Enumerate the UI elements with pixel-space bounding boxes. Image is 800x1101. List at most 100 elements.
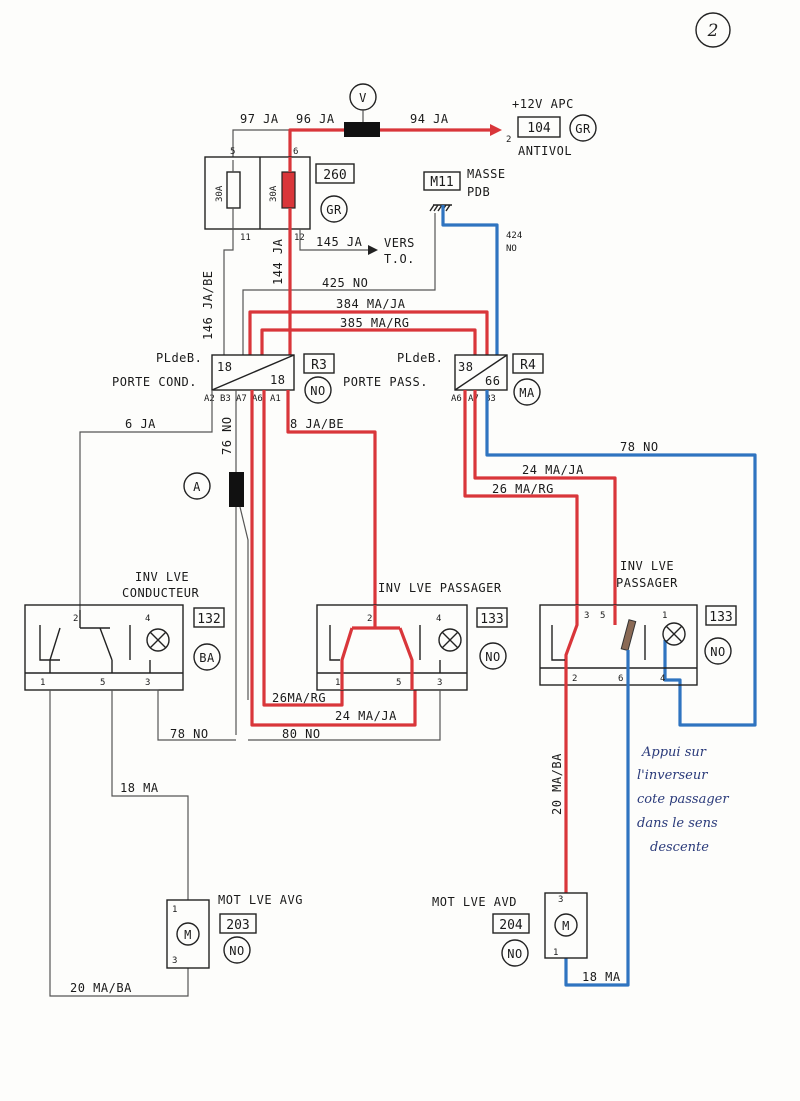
sw132-pin-4: 4 bbox=[145, 614, 150, 624]
r4-pin-left: 38 bbox=[458, 360, 473, 374]
wire-97 bbox=[232, 129, 290, 157]
wire-label-96: 96 JA bbox=[296, 112, 335, 126]
wire-145 bbox=[299, 229, 368, 251]
wire-425 bbox=[242, 213, 436, 355]
wire-label-26-top: 26 MA/RG bbox=[492, 482, 554, 496]
wire-label-80: 80 NO bbox=[282, 727, 321, 741]
switch-133a bbox=[316, 604, 468, 691]
wire-label-20-left: 20 MA/BA bbox=[70, 981, 132, 995]
sw132-title-1: INV LVE bbox=[135, 570, 189, 584]
motor-avg-title: MOT LVE AVG bbox=[218, 893, 303, 907]
motor-avd-pin-1: 1 bbox=[553, 948, 558, 958]
fuse-a-rating: 30A bbox=[215, 185, 225, 202]
sw133a-box: 133 bbox=[480, 612, 503, 627]
sw132-box: 132 bbox=[197, 612, 220, 627]
sw133b-lamp bbox=[662, 622, 686, 646]
wire-label-94: 94 JA bbox=[410, 112, 449, 126]
wire-24 bbox=[473, 390, 617, 605]
r4-box: R4 bbox=[520, 358, 536, 373]
wire-label-18-right: 18 MA bbox=[582, 970, 621, 984]
wire-label-424: 424 bbox=[506, 231, 522, 241]
sw133b-title-2: PASSAGER bbox=[616, 576, 678, 590]
fuse-box-color: GR bbox=[326, 203, 342, 217]
wire-18-right bbox=[564, 690, 630, 987]
wire-label-425: 425 NO bbox=[322, 276, 368, 290]
wire-label-26-bottom: 26MA/RG bbox=[272, 691, 326, 705]
v-marker: V bbox=[359, 91, 367, 105]
motor-avg-box: 203 bbox=[226, 918, 249, 933]
page-number: 2 bbox=[707, 21, 719, 41]
wire-26 bbox=[463, 390, 579, 605]
r4-pin-a6: A6 bbox=[451, 394, 462, 404]
wire-78-bottom bbox=[150, 689, 236, 741]
motor-avd-title: MOT LVE AVD bbox=[432, 895, 517, 909]
wire-385 bbox=[260, 328, 477, 355]
sw133b-pin-4: 4 bbox=[660, 674, 665, 684]
sw133a-pin-5: 5 bbox=[396, 678, 401, 688]
note-line-4: dans le sens bbox=[637, 816, 718, 831]
r3-pin-right: 18 bbox=[270, 373, 285, 387]
wire-label-145: 145 JA bbox=[316, 235, 363, 249]
r3-title-2: PORTE COND. bbox=[112, 375, 197, 389]
antivol-number: 104 bbox=[527, 121, 551, 136]
antivol-color: GR bbox=[575, 122, 591, 136]
wire-6 bbox=[79, 390, 213, 610]
motor-avd-pin-3: 3 bbox=[558, 895, 563, 905]
fuse-pin-6: 6 bbox=[293, 147, 298, 157]
pdb-label: PDB bbox=[467, 185, 490, 199]
r4-connector bbox=[454, 354, 508, 391]
sw133b-pin-2: 2 bbox=[572, 674, 577, 684]
wire-label-6: 6 JA bbox=[125, 417, 156, 431]
antivol-box bbox=[517, 116, 561, 138]
fuse-pin-5: 5 bbox=[230, 147, 235, 157]
wire-label-78-bottom: 78 NO bbox=[170, 727, 209, 741]
connector-v bbox=[344, 122, 380, 137]
wire-label-20-right: 20 MA/BA bbox=[550, 753, 564, 815]
r3-box: R3 bbox=[311, 358, 327, 373]
wire-78-blue bbox=[485, 390, 757, 727]
sw133a-lamp bbox=[438, 628, 462, 652]
wire-384 bbox=[248, 310, 489, 355]
wire-146 bbox=[223, 229, 234, 355]
wire-label-384: 384 MA/JA bbox=[336, 297, 406, 311]
motor-avd bbox=[544, 892, 588, 959]
sw133b-box: 133 bbox=[709, 610, 732, 625]
a-marker: A bbox=[193, 480, 201, 494]
r3-pin-b3: B3 bbox=[220, 394, 231, 404]
sw132-title-2: CONDUCTEUR bbox=[122, 586, 200, 600]
motor-avg-symbol: M bbox=[184, 928, 192, 942]
wire-18-left bbox=[111, 690, 189, 900]
wire-label-18-left: 18 MA bbox=[120, 781, 159, 795]
sw133a-pin-1: 1 bbox=[335, 678, 340, 688]
r4-pin-b3: B3 bbox=[485, 394, 496, 404]
motor-avg-pin-1: 1 bbox=[172, 905, 177, 915]
wire-label-385: 385 MA/RG bbox=[340, 316, 410, 330]
antivol-pin: 2 bbox=[506, 135, 511, 145]
wire-80 bbox=[248, 690, 441, 741]
vers-label: VERS bbox=[384, 236, 415, 250]
wire-label-424-color: NO bbox=[506, 244, 517, 254]
note-line-2: l'inverseur bbox=[637, 768, 708, 783]
apc-label: +12V APC bbox=[512, 97, 574, 111]
sw133b-color: NO bbox=[710, 645, 725, 659]
r3-pin-a1: A1 bbox=[270, 394, 281, 404]
fuse-box-260 bbox=[204, 156, 311, 230]
sw133b-pin-6: 6 bbox=[618, 674, 623, 684]
sw133b-pin-1: 1 bbox=[662, 611, 667, 621]
sw132-pin-5: 5 bbox=[100, 678, 105, 688]
sw132-lamp bbox=[146, 628, 170, 652]
fuse-pin-11: 11 bbox=[240, 233, 251, 243]
wire-label-146: 146 JA/BE bbox=[201, 270, 215, 340]
r3-pin-left: 18 bbox=[217, 360, 232, 374]
r3-title-1: PLdeB. bbox=[156, 351, 202, 365]
motor-avd-symbol: M bbox=[562, 919, 570, 933]
r4-pin-right: 66 bbox=[485, 374, 500, 388]
page-number-circle bbox=[695, 12, 731, 48]
fuse-box-number-box bbox=[315, 163, 355, 184]
switch-133b bbox=[539, 604, 698, 686]
antivol-label: ANTIVOL bbox=[518, 144, 572, 158]
fuse-b bbox=[281, 171, 296, 209]
wire-20-left bbox=[49, 690, 189, 997]
sw132-color: BA bbox=[199, 651, 215, 665]
wire-24-loop bbox=[250, 390, 417, 727]
